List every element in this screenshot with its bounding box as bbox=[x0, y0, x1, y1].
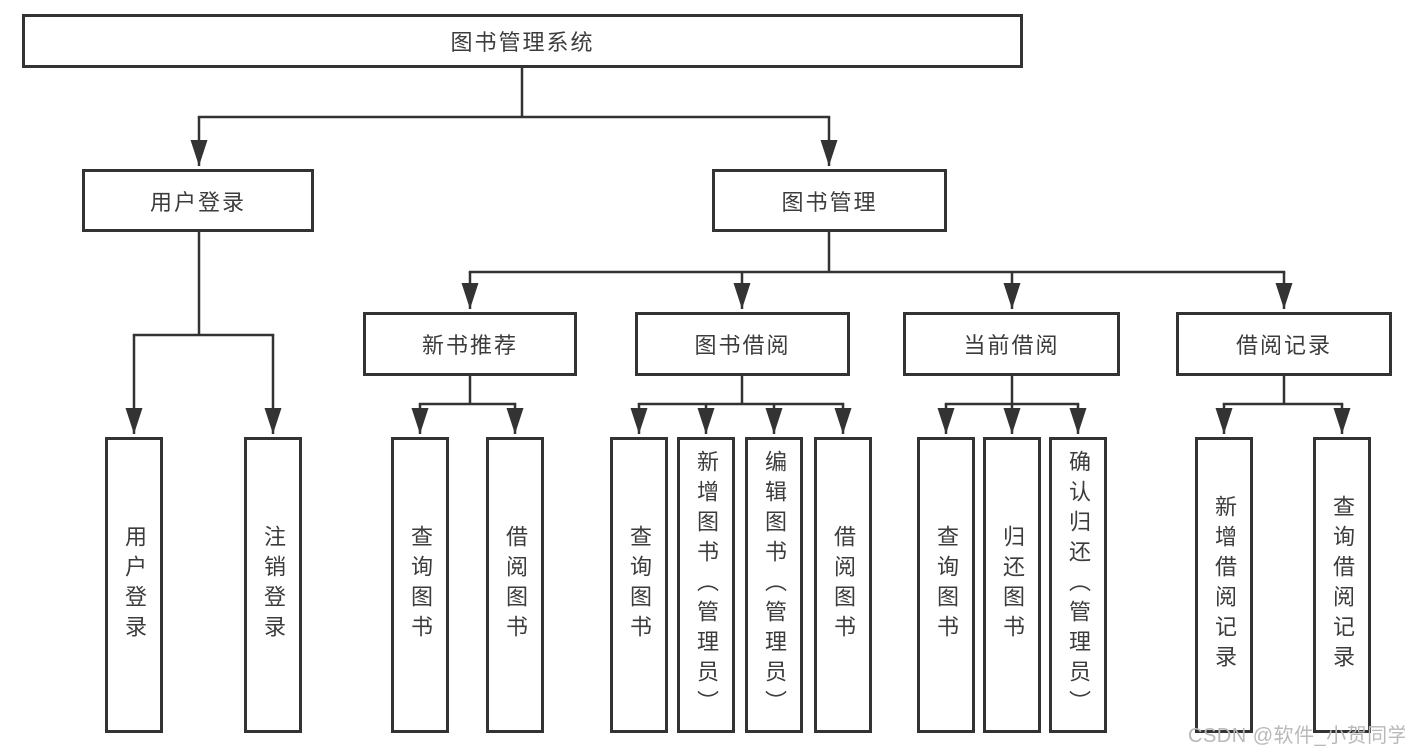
node-new-book-recommend: 新书推荐 bbox=[363, 312, 577, 376]
node-book-management: 图书管理 bbox=[712, 169, 947, 232]
leaf-add-borrow-record: 新增借阅记录 bbox=[1195, 437, 1253, 733]
csdn-watermark: CSDN @软件_小贺同学 bbox=[1188, 725, 1405, 747]
leaf-query-book-1-label: 查询图书 bbox=[408, 525, 433, 645]
node-new-book-recommend-label: 新书推荐 bbox=[421, 333, 518, 358]
leaf-borrow-book-2: 借阅图书 bbox=[814, 437, 872, 733]
node-current-borrow: 当前借阅 bbox=[903, 312, 1120, 376]
node-book-management-label: 图书管理 bbox=[781, 189, 878, 215]
leaf-user-login-label: 用户登录 bbox=[122, 525, 147, 645]
leaf-user-login: 用户登录 bbox=[105, 437, 163, 733]
leaf-borrow-book-1: 借阅图书 bbox=[486, 437, 544, 733]
node-user-login: 用户登录 bbox=[82, 169, 314, 232]
leaf-confirm-return-admin-label: 确认归还（管理员） bbox=[1066, 450, 1091, 720]
leaf-query-book-3: 查询图书 bbox=[917, 437, 975, 733]
leaf-query-book-2-label: 查询图书 bbox=[627, 525, 652, 645]
leaf-query-borrow-record: 查询借阅记录 bbox=[1313, 437, 1371, 733]
node-root-label: 图书管理系统 bbox=[450, 30, 595, 55]
node-borrow-record: 借阅记录 bbox=[1176, 312, 1392, 376]
node-book-borrow-label: 图书借阅 bbox=[694, 333, 791, 358]
leaf-query-book-2: 查询图书 bbox=[610, 437, 668, 733]
leaf-return-book: 归还图书 bbox=[983, 437, 1041, 733]
node-book-borrow: 图书借阅 bbox=[635, 312, 850, 376]
node-user-login-label: 用户登录 bbox=[149, 189, 246, 215]
leaf-return-book-label: 归还图书 bbox=[1000, 525, 1025, 645]
leaf-confirm-return-admin: 确认归还（管理员） bbox=[1049, 437, 1107, 733]
leaf-borrow-book-2-label: 借阅图书 bbox=[831, 525, 856, 645]
leaf-add-borrow-record-label: 新增借阅记录 bbox=[1212, 495, 1237, 675]
leaf-query-book-3-label: 查询图书 bbox=[934, 525, 959, 645]
leaf-query-book-1: 查询图书 bbox=[391, 437, 449, 733]
leaf-edit-book-admin: 编辑图书（管理员） bbox=[745, 437, 803, 733]
leaf-logout-label: 注销登录 bbox=[261, 525, 286, 645]
node-current-borrow-label: 当前借阅 bbox=[963, 333, 1060, 358]
node-borrow-record-label: 借阅记录 bbox=[1235, 333, 1332, 358]
leaf-add-book-admin: 新增图书（管理员） bbox=[677, 437, 735, 733]
leaf-add-book-admin-label: 新增图书（管理员） bbox=[694, 450, 719, 720]
leaf-query-borrow-record-label: 查询借阅记录 bbox=[1330, 495, 1355, 675]
leaf-logout: 注销登录 bbox=[244, 437, 302, 733]
leaf-edit-book-admin-label: 编辑图书（管理员） bbox=[762, 450, 787, 720]
leaf-borrow-book-1-label: 借阅图书 bbox=[503, 525, 528, 645]
node-root: 图书管理系统 bbox=[22, 14, 1023, 68]
